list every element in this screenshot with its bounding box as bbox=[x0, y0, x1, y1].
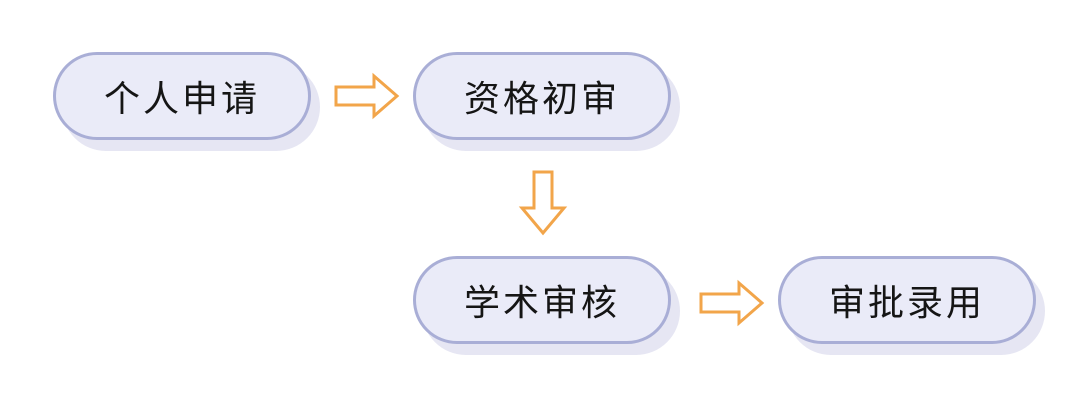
node-approval-admission: 审批录用 bbox=[778, 256, 1036, 344]
arrow-down-icon bbox=[518, 170, 568, 236]
node-academic-review: 学术审核 bbox=[413, 256, 671, 344]
arrow-right-icon bbox=[334, 72, 400, 120]
node-label: 个人申请 bbox=[103, 79, 260, 120]
node-label: 审批录用 bbox=[828, 283, 985, 324]
node-label: 资格初审 bbox=[463, 79, 620, 120]
arrow-right-icon bbox=[699, 279, 765, 327]
node-qualification-review: 资格初审 bbox=[413, 52, 671, 140]
node-label: 学术审核 bbox=[463, 283, 620, 324]
node-personal-application: 个人申请 bbox=[53, 52, 311, 140]
